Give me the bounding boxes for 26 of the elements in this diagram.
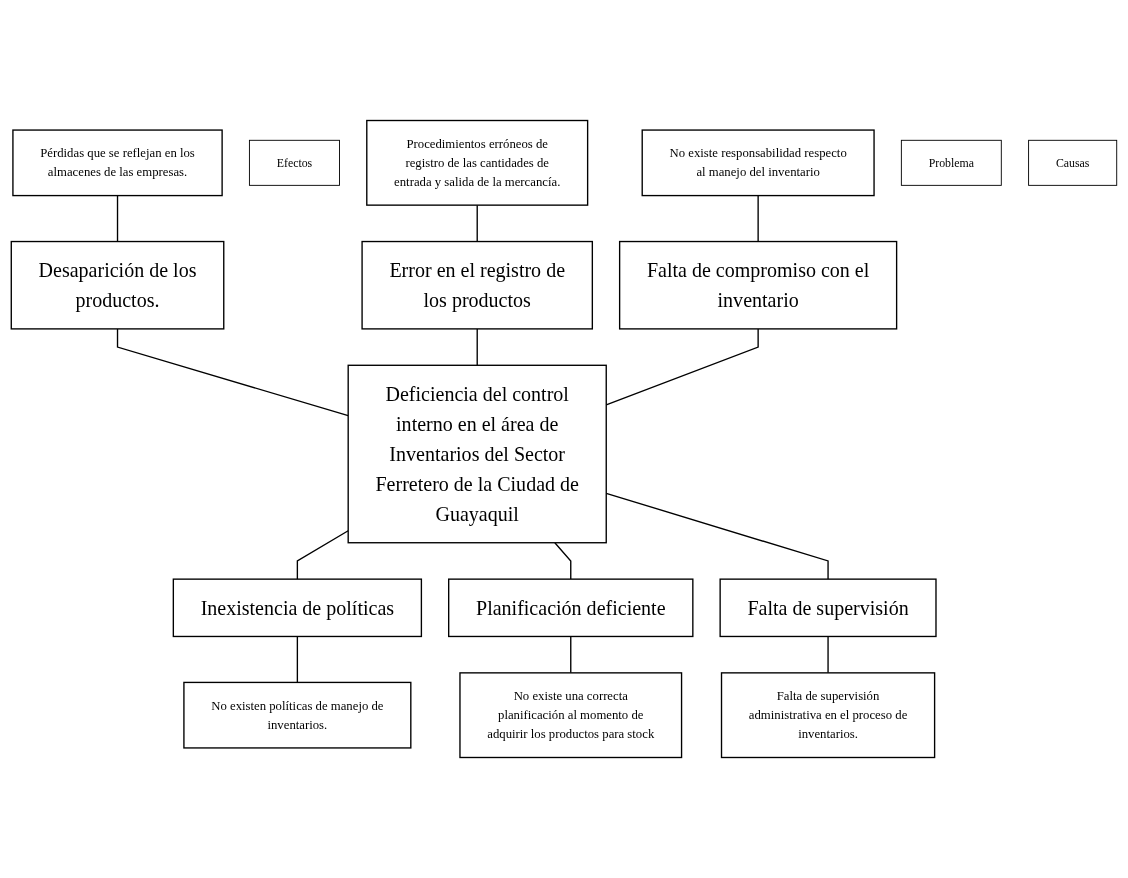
connector [296,530,349,580]
node-box: Falta de supervisión [719,578,937,638]
node-box: Planificación deficiente [448,578,694,638]
node-box: Problema [900,139,1002,186]
node-box: Falta de compromiso con el inventario [618,240,898,330]
node-box: No existe una correcta planificación al momento de adquirir los productos para stock [459,672,683,759]
connector [827,635,829,674]
node-box: Efectos [248,139,340,186]
node-box: Deficiencia del control interno en el área de Inventarios del Sector Ferretero de la Ciudad de Guayaquil [347,364,607,544]
node-box: No existen políticas de manejo de inventarios. [183,681,412,749]
node-box: Desaparición de los productos. [10,240,225,330]
connector [554,542,572,580]
connector [116,328,349,417]
connector [116,194,119,243]
node-box: Error en el registro de los productos [361,240,593,330]
connector [570,635,572,674]
node-box: No existe responsabilidad respecto al manejo del inventario [641,129,875,197]
node-box: Procedimientos erróneos de registro de las cantidades de entrada y salida de la mercancía. [366,119,589,206]
node-box: Pérdidas que se reflejan en los almacenes de las empresas. [12,129,223,197]
connector [757,194,759,243]
node-box: Falta de supervisión administrativa en el proceso de inventarios. [720,672,936,759]
node-box: Causas [1028,139,1118,186]
connector [476,204,478,243]
node-box: Inexistencia de políticas [172,578,423,638]
connector [476,328,478,366]
connector [296,635,299,684]
